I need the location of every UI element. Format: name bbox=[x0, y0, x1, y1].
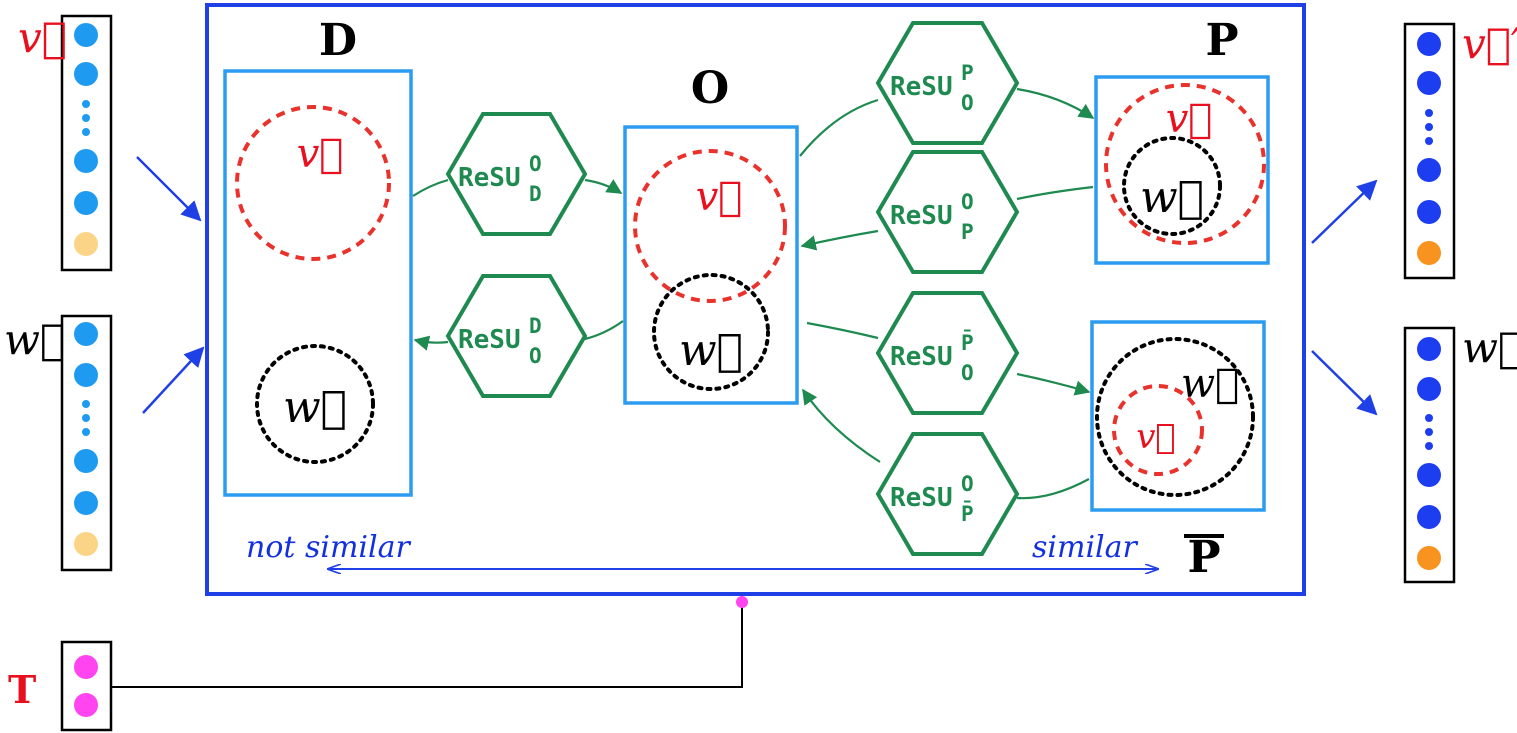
resu-p-o-sub: O bbox=[961, 91, 974, 115]
resu-p-o: ReSU P O bbox=[875, 21, 1020, 145]
region-d-w-label: w⃗ bbox=[283, 382, 347, 433]
resu-o-pbar: ReSU O P̄ bbox=[875, 432, 1020, 556]
conn-o-to-p-in bbox=[799, 98, 879, 157]
conn-o-to-d-out bbox=[413, 335, 449, 351]
region-o-w-circle bbox=[652, 273, 770, 391]
svg-text:ReSU: ReSU bbox=[890, 201, 953, 231]
resu-o-pbar-sup: O bbox=[961, 472, 974, 496]
t-connector-line bbox=[111, 603, 743, 688]
main-frame bbox=[205, 3, 1306, 596]
resu-connections bbox=[412, 87, 1095, 500]
region-d-title: D bbox=[319, 15, 357, 66]
conn-o-to-pbar-out bbox=[1016, 372, 1091, 396]
output-vector-w bbox=[1403, 326, 1456, 584]
input-vector-v bbox=[60, 14, 113, 272]
t-connector-dot bbox=[736, 596, 748, 608]
resu-d-o-base: ReSU bbox=[458, 325, 521, 355]
resu-d-o: ReSU D O bbox=[445, 274, 588, 398]
conn-p-to-o-in bbox=[1016, 185, 1094, 201]
input-t-label: T bbox=[8, 667, 36, 712]
region-p-v-circle bbox=[1104, 83, 1266, 245]
region-p-box bbox=[1094, 75, 1270, 265]
input-w-label: w⃗ bbox=[4, 315, 65, 364]
svg-text:ReSU: ReSU bbox=[890, 72, 953, 102]
region-pbar-v-circle bbox=[1112, 384, 1204, 476]
svg-text:ReSU: ReSU bbox=[890, 342, 953, 372]
region-o-v-circle bbox=[633, 149, 787, 303]
output-arrow-w bbox=[1311, 350, 1378, 416]
resu-d-o-sup: D bbox=[529, 314, 542, 338]
resu-o-pbar-sub: P̄ bbox=[961, 501, 974, 526]
resu-o-d-sub: D bbox=[529, 182, 542, 206]
output-vector-v bbox=[1403, 22, 1456, 280]
region-pbar-v-label: v⃗ bbox=[1136, 417, 1176, 457]
resu-pbar-o-base: ReSU bbox=[890, 342, 953, 372]
svg-text:ReSU: ReSU bbox=[890, 483, 953, 513]
conn-o-to-d-in bbox=[584, 320, 624, 341]
resu-pbar-o-sup: P̄ bbox=[961, 330, 974, 355]
scale-right-label: similar bbox=[1032, 530, 1139, 565]
conn-o-to-pbar-in bbox=[806, 321, 879, 340]
input-arrow-w bbox=[142, 346, 205, 414]
scale-left-label: not similar bbox=[246, 530, 411, 565]
region-pbar-title: P bbox=[1187, 532, 1220, 583]
region-p-w-circle bbox=[1122, 136, 1222, 236]
input-arrow-v bbox=[136, 156, 202, 222]
region-p-title: P bbox=[1205, 15, 1238, 66]
conn-pbar-to-o-out bbox=[802, 388, 881, 463]
region-pbar-box bbox=[1090, 320, 1266, 512]
resu-o-p: ReSU O P bbox=[875, 150, 1020, 274]
resu-o-d: ReSU O D bbox=[445, 112, 588, 236]
resu-o-d-sup: O bbox=[529, 152, 542, 176]
resu-pbar-o-sub: O bbox=[961, 361, 974, 385]
region-p-w-label: w⃗ bbox=[1140, 172, 1204, 223]
resu-o-d-base: ReSU bbox=[458, 163, 521, 193]
resu-o-p-sub: P bbox=[961, 220, 974, 244]
input-vector-t bbox=[60, 640, 113, 732]
conn-o-to-p-out bbox=[1016, 87, 1095, 119]
resu-p-o-base: ReSU bbox=[890, 72, 953, 102]
input-vector-w bbox=[60, 314, 113, 572]
resu-o-p-sup: O bbox=[961, 190, 974, 214]
region-p-v-label: v⃗ bbox=[1166, 96, 1213, 142]
input-v-label: v⃗ bbox=[18, 13, 67, 62]
resu-o-pbar-base: ReSU bbox=[890, 483, 953, 513]
region-d-box bbox=[223, 69, 413, 497]
conn-d-to-o-in bbox=[412, 178, 449, 197]
region-o-w-label: w⃗ bbox=[679, 325, 743, 376]
output-w-label: w⃗′ bbox=[1462, 323, 1517, 372]
resu-p-o-sup: P bbox=[961, 61, 974, 85]
output-arrow-v bbox=[1311, 179, 1378, 244]
region-d-v-circle bbox=[235, 105, 391, 261]
output-v-label: v⃗′ bbox=[1462, 19, 1517, 68]
conn-p-to-o-out bbox=[800, 229, 879, 251]
conn-d-to-o-out bbox=[584, 178, 623, 194]
resu-o-p-base: ReSU bbox=[890, 201, 953, 231]
region-pbar-w-circle bbox=[1095, 337, 1255, 497]
svg-text:ReSU: ReSU bbox=[458, 325, 521, 355]
conn-pbar-to-o-in bbox=[1016, 478, 1090, 500]
svg-text:ReSU: ReSU bbox=[458, 163, 521, 193]
region-o-v-label: v⃗ bbox=[696, 174, 743, 220]
region-o-title: O bbox=[691, 63, 729, 114]
resu-d-o-sub: O bbox=[529, 344, 542, 368]
resu-pbar-o: ReSU P̄ O bbox=[875, 291, 1020, 415]
region-d-v-label: v⃗ bbox=[297, 131, 344, 177]
region-d-w-circle bbox=[255, 344, 375, 464]
region-o-box bbox=[623, 125, 799, 405]
